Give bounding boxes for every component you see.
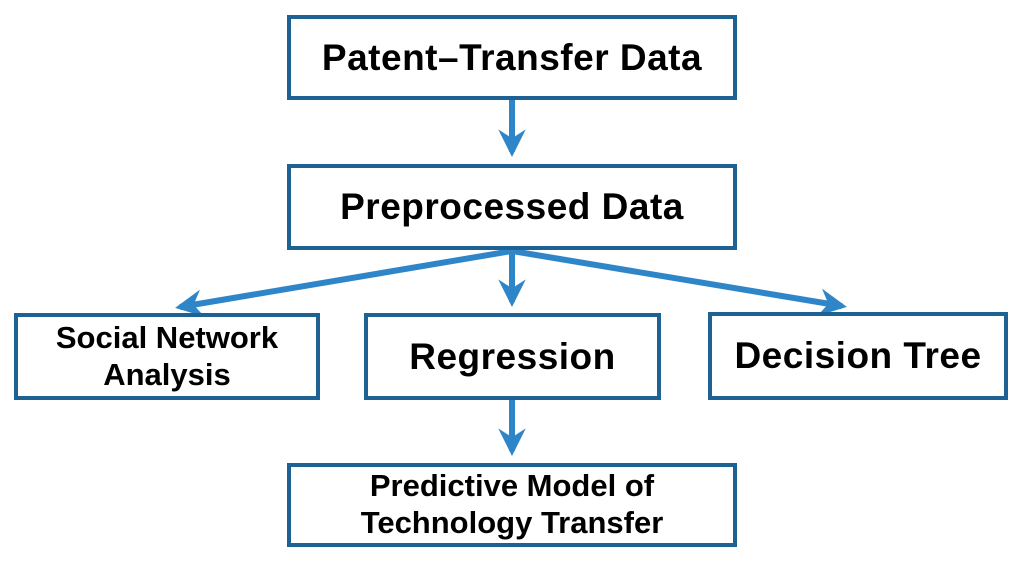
- node-preprocessed-data-label: Preprocessed Data: [340, 186, 684, 228]
- node-regression: Regression: [364, 313, 661, 400]
- node-social-network-analysis: Social Network Analysis: [14, 313, 320, 400]
- node-patent-transfer-data: Patent–Transfer Data: [287, 15, 737, 100]
- node-predictive-model: Predictive Model of Technology Transfer: [287, 463, 737, 547]
- edge-preprocessed-to-sna: [175, 248, 513, 317]
- node-preprocessed-data: Preprocessed Data: [287, 164, 737, 250]
- node-decision-tree: Decision Tree: [708, 312, 1008, 400]
- node-decision-tree-label: Decision Tree: [734, 335, 982, 377]
- node-patent-transfer-data-label: Patent–Transfer Data: [321, 36, 703, 78]
- node-regression-label: Regression: [409, 335, 616, 377]
- edge-preprocessed-to-dtree: [511, 248, 847, 316]
- node-social-network-analysis-label: Social Network Analysis: [55, 319, 279, 392]
- node-predictive-model-label: Predictive Model of Technology Transfer: [360, 468, 664, 540]
